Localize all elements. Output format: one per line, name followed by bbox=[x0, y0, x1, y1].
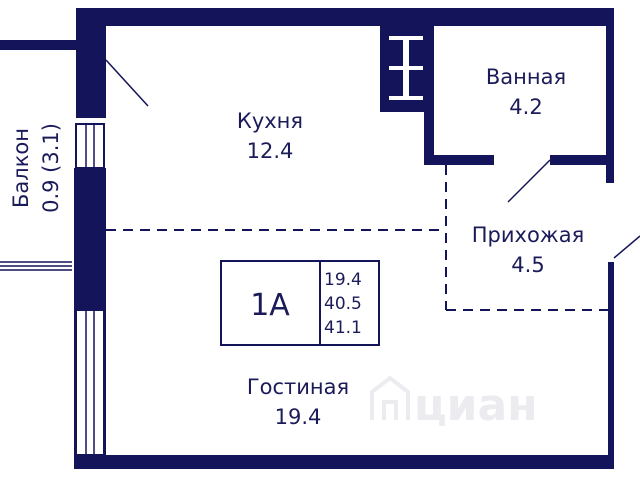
cian-watermark: циан bbox=[370, 375, 538, 431]
entry-door bbox=[613, 235, 640, 259]
shaft-detail bbox=[389, 36, 423, 100]
unit-type: 1А bbox=[250, 288, 290, 323]
bath-door bbox=[507, 159, 551, 203]
cian-house-logo-icon bbox=[370, 375, 410, 420]
bath-name: Ванная bbox=[486, 65, 566, 89]
doors bbox=[105, 59, 640, 259]
living-area: 19.4 bbox=[275, 405, 322, 429]
balcony-railing bbox=[0, 261, 72, 271]
balcony-name: Балкон bbox=[9, 128, 33, 208]
unit-area-total: 40.5 bbox=[324, 294, 362, 314]
unit-info-box: 1А 19.4 40.5 41.1 bbox=[220, 260, 380, 346]
unit-area-living: 19.4 bbox=[324, 270, 362, 290]
living-name: Гостиная bbox=[247, 375, 349, 399]
kitchen-door bbox=[105, 59, 149, 107]
hall-area: 4.5 bbox=[511, 253, 544, 277]
bath-area: 4.2 bbox=[509, 95, 542, 119]
unit-area-with-balcony: 41.1 bbox=[324, 318, 362, 338]
kitchen-name: Кухня bbox=[237, 109, 303, 133]
zone-dividers bbox=[106, 165, 610, 311]
windows bbox=[75, 123, 105, 456]
balcony-area: 0.9 (3.1) bbox=[39, 123, 63, 213]
watermark-text: циан bbox=[414, 380, 538, 431]
hall-name: Прихожая bbox=[472, 223, 584, 247]
kitchen-area: 12.4 bbox=[247, 139, 294, 163]
